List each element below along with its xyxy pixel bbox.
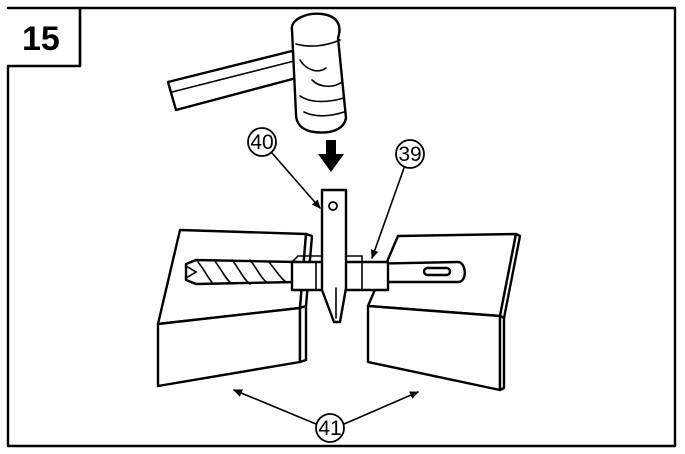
callout-40-label: 40: [250, 131, 273, 154]
hammer-icon: [166, 12, 348, 134]
strike-arrow-icon: [318, 140, 344, 172]
callout-39-label: 39: [398, 143, 421, 166]
callout-39: 39: [370, 139, 425, 259]
right-wood-block: [366, 232, 522, 392]
callout-41-label: 41: [318, 417, 341, 440]
callout-40: 40: [247, 127, 321, 209]
figure-number: 15: [22, 20, 60, 58]
figure-frame: [6, 6, 677, 448]
left-wood-block: [156, 228, 314, 388]
drill-bit-icon: [184, 258, 298, 286]
drift-wedge: [320, 188, 348, 324]
callout-41: 41: [233, 389, 419, 443]
